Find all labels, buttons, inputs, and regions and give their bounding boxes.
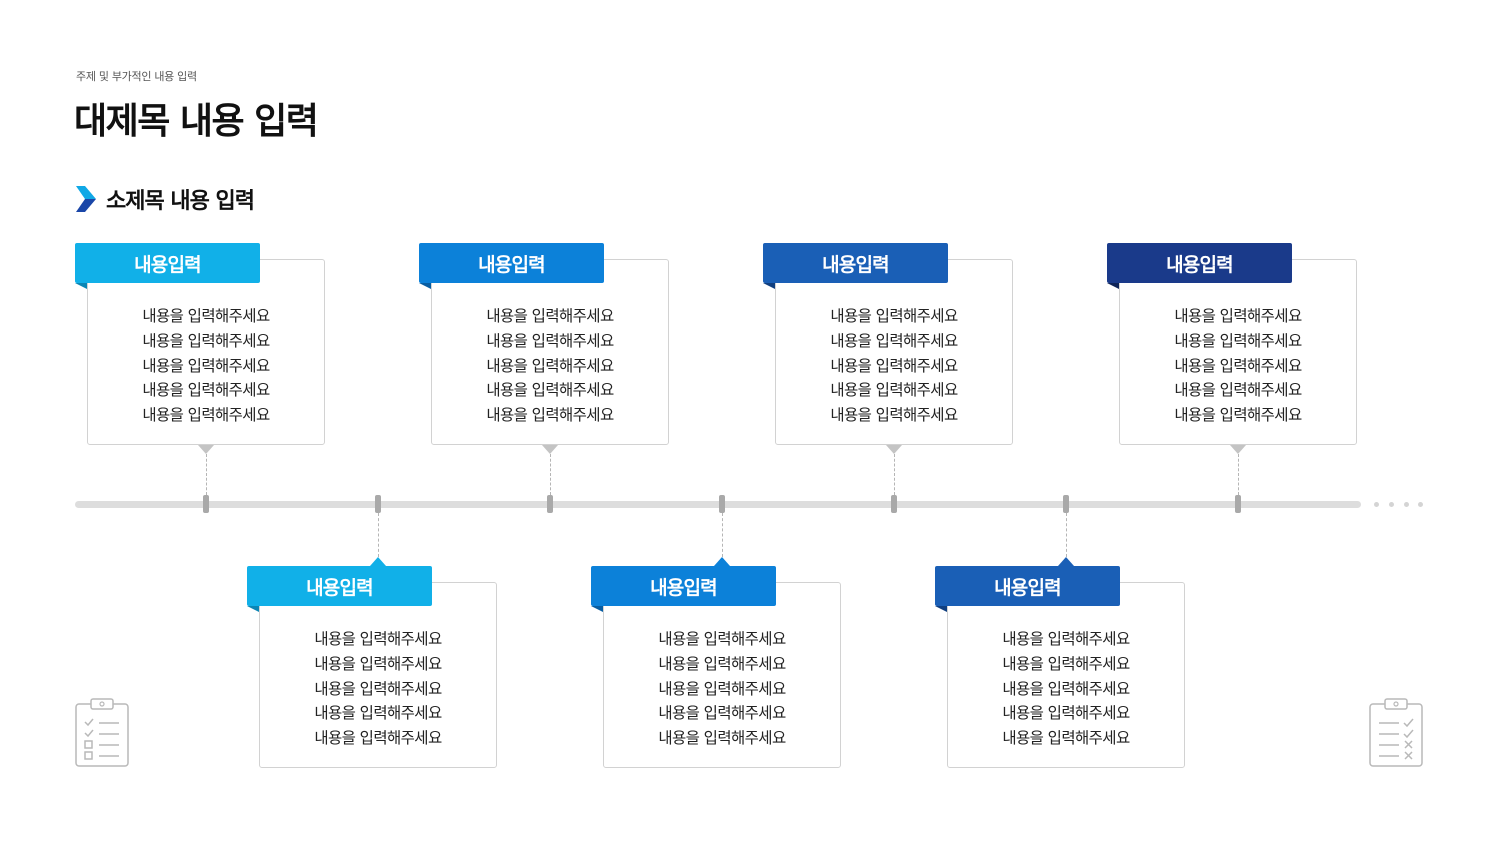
card-text-line: 내용을 입력해주세요	[314, 704, 442, 723]
page-title: 대제목 내용 입력	[74, 101, 319, 142]
card-connector-line	[722, 513, 723, 557]
card-text-line: 내용을 입력해주세요	[658, 704, 786, 723]
card-pointer	[542, 445, 558, 454]
card-text-line: 내용을 입력해주세요	[1002, 729, 1130, 748]
card-tag: 내용입력	[75, 243, 260, 283]
card-tag-fold	[247, 606, 259, 612]
card-text-line: 내용을 입력해주세요	[658, 679, 786, 698]
card-connector-line	[894, 454, 895, 495]
card-connector-line	[1238, 454, 1239, 495]
timeline-tick	[203, 495, 209, 513]
card-text-line: 내용을 입력해주세요	[1174, 331, 1302, 350]
card-pointer	[714, 557, 730, 566]
card-pointer	[370, 557, 386, 566]
card-text-line: 내용을 입력해주세요	[314, 679, 442, 698]
card-text-line: 내용을 입력해주세요	[1002, 630, 1130, 648]
card-tag-fold	[1107, 283, 1119, 289]
card-text-line: 내용을 입력해주세요	[486, 406, 614, 425]
card-tag: 내용입력	[591, 566, 776, 606]
card-text-line: 내용을 입력해주세요	[1002, 654, 1130, 673]
timeline-bar	[75, 501, 1361, 508]
card-text-line: 내용을 입력해주세요	[830, 356, 958, 375]
card-text-line: 내용을 입력해주세요	[1174, 356, 1302, 375]
page-subtitle: 주제 및 부가적인 내용 입력	[76, 70, 197, 83]
card-text-line: 내용을 입력해주세요	[486, 307, 614, 325]
card-connector-line	[1066, 513, 1067, 557]
clipboard-checklist-icon	[75, 698, 129, 767]
continuation-dot	[1388, 501, 1394, 507]
card-text-line: 내용을 입력해주세요	[1174, 406, 1302, 425]
section-heading: 소제목 내용 입력	[76, 184, 255, 214]
card-text-line: 내용을 입력해주세요	[830, 381, 958, 400]
card-text-line: 내용을 입력해주세요	[1002, 704, 1130, 723]
card-connector-line	[378, 513, 379, 557]
timeline-tick	[719, 495, 725, 513]
card-tag-fold	[75, 283, 87, 289]
card-pointer	[1058, 557, 1074, 566]
card-tag-fold	[763, 283, 775, 289]
card-pointer	[1230, 445, 1246, 454]
card-text-line: 내용을 입력해주세요	[658, 729, 786, 748]
card-text-line: 내용을 입력해주세요	[658, 630, 786, 648]
card-tag-fold	[419, 283, 431, 289]
timeline-tick	[891, 495, 897, 513]
card-text-line: 내용을 입력해주세요	[142, 356, 270, 375]
card-connector-line	[206, 454, 207, 495]
section-title: 소제목 내용 입력	[106, 189, 255, 214]
card-pointer	[198, 445, 214, 454]
card-text-line: 내용을 입력해주세요	[314, 654, 442, 673]
timeline-tick	[547, 495, 553, 513]
card-tag: 내용입력	[1107, 243, 1292, 283]
card-text-line: 내용을 입력해주세요	[486, 381, 614, 400]
continuation-dot	[1403, 501, 1409, 507]
card-text-line: 내용을 입력해주세요	[830, 406, 958, 425]
card-connector-line	[550, 454, 551, 495]
chevron-right-icon	[76, 186, 96, 212]
card-tag: 내용입력	[247, 566, 432, 606]
timeline-tick	[375, 495, 381, 513]
card-tag: 내용입력	[935, 566, 1120, 606]
card-text-line: 내용을 입력해주세요	[658, 654, 786, 673]
card-tag-fold	[591, 606, 603, 612]
card-text-line: 내용을 입력해주세요	[830, 307, 958, 325]
card-tag-fold	[935, 606, 947, 612]
continuation-dot	[1373, 501, 1379, 507]
timeline-tick	[1063, 495, 1069, 513]
card-pointer	[886, 445, 902, 454]
card-text-line: 내용을 입력해주세요	[142, 406, 270, 425]
card-text-line: 내용을 입력해주세요	[314, 729, 442, 748]
clipboard-check-cross-icon	[1369, 698, 1423, 767]
card-tag: 내용입력	[419, 243, 604, 283]
timeline-tick	[1235, 495, 1241, 513]
card-text-line: 내용을 입력해주세요	[830, 331, 958, 350]
card-text-line: 내용을 입력해주세요	[1174, 381, 1302, 400]
continuation-dot	[1417, 501, 1423, 507]
card-text-line: 내용을 입력해주세요	[1002, 679, 1130, 698]
card-tag: 내용입력	[763, 243, 948, 283]
card-text-line: 내용을 입력해주세요	[1174, 307, 1302, 325]
card-text-line: 내용을 입력해주세요	[142, 381, 270, 400]
card-text-line: 내용을 입력해주세요	[142, 307, 270, 325]
card-text-line: 내용을 입력해주세요	[314, 630, 442, 648]
card-text-line: 내용을 입력해주세요	[486, 356, 614, 375]
card-text-line: 내용을 입력해주세요	[142, 331, 270, 350]
card-text-line: 내용을 입력해주세요	[486, 331, 614, 350]
